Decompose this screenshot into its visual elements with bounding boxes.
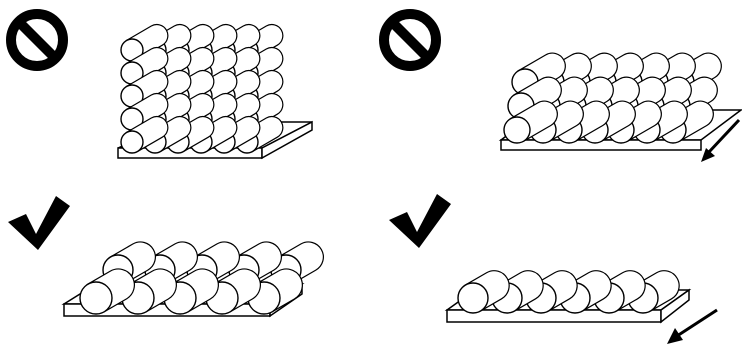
panel-bottom-right-correct <box>371 174 742 348</box>
bottle-stack <box>121 25 283 153</box>
panel-top-right-incorrect <box>371 0 742 174</box>
incorrect-stacking-illustration <box>0 0 371 174</box>
checkmark-icon <box>8 196 70 250</box>
correct-stacking-illustration <box>371 174 742 348</box>
incorrect-stacking-illustration <box>371 0 742 174</box>
bottle-stack <box>504 53 721 143</box>
panel-top-left-incorrect <box>0 0 371 174</box>
panel-bottom-left-correct <box>0 174 371 348</box>
correct-stacking-illustration <box>0 174 371 348</box>
checkmark-icon <box>389 194 451 248</box>
pull-direction-arrow <box>667 310 717 344</box>
prohibited-icon <box>11 14 63 66</box>
prohibited-icon <box>384 14 436 66</box>
bottle-stack <box>80 242 323 314</box>
